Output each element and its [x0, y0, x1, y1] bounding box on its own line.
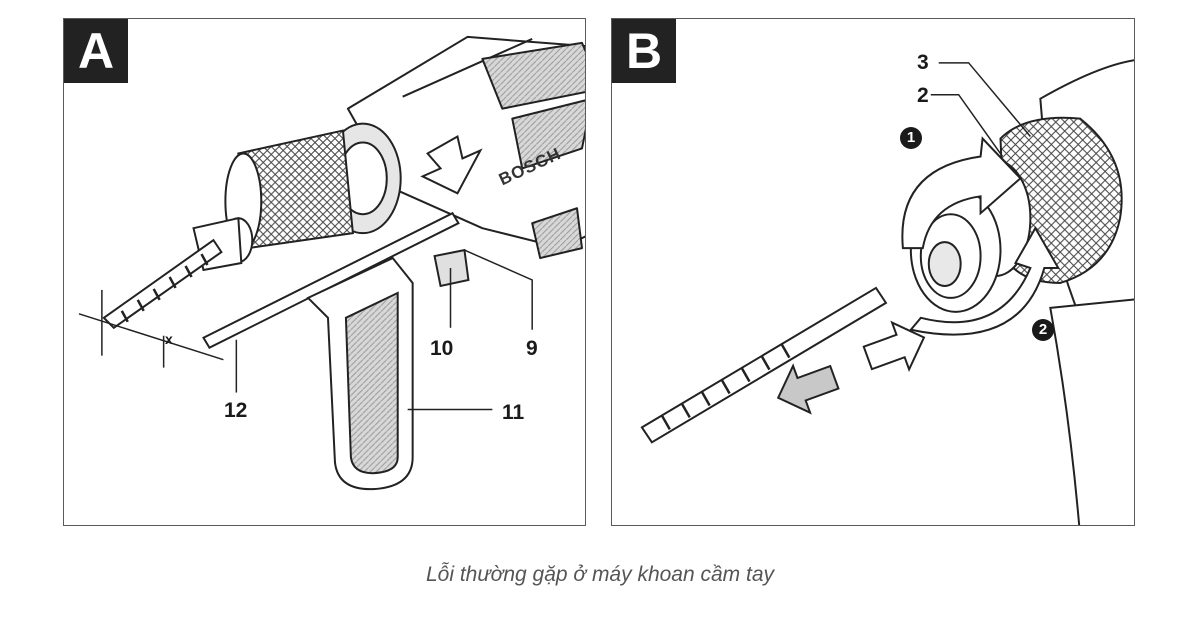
insert-arrows — [776, 320, 926, 415]
panel-a-tag: A — [64, 19, 128, 83]
dimension-x-label: x — [165, 331, 173, 347]
panel-a-illustration — [78, 35, 585, 491]
callout-2: 2 — [917, 84, 929, 107]
rotation-arrow-1 — [901, 136, 1022, 250]
panel-b-illustration — [640, 59, 1134, 525]
dimension-x — [78, 289, 224, 368]
callout-10: 10 — [430, 337, 454, 360]
callout-11: 11 — [502, 401, 525, 424]
panel-b: B — [611, 18, 1135, 526]
step-1-badge: 1 — [900, 127, 922, 149]
callout-12: 12 — [224, 399, 248, 422]
figure-caption: Lỗi thường gặp ở máy khoan cầm tay — [425, 563, 775, 586]
drill-bit — [102, 238, 223, 330]
callout-3: 3 — [917, 51, 929, 74]
press-arrow — [420, 135, 483, 195]
auxiliary-handle — [306, 248, 470, 491]
leader-lines — [235, 249, 533, 411]
leader-lines — [930, 62, 1031, 157]
panel-b-tag: B — [612, 19, 676, 83]
panel-a: A — [63, 18, 586, 526]
drill-body — [346, 35, 585, 260]
depth-stop-rod — [202, 211, 460, 350]
rotation-arrow-2 — [909, 226, 1060, 336]
step-2-badge: 2 — [1032, 319, 1054, 341]
drill-bit — [640, 286, 888, 444]
callout-9: 9 — [526, 337, 538, 360]
